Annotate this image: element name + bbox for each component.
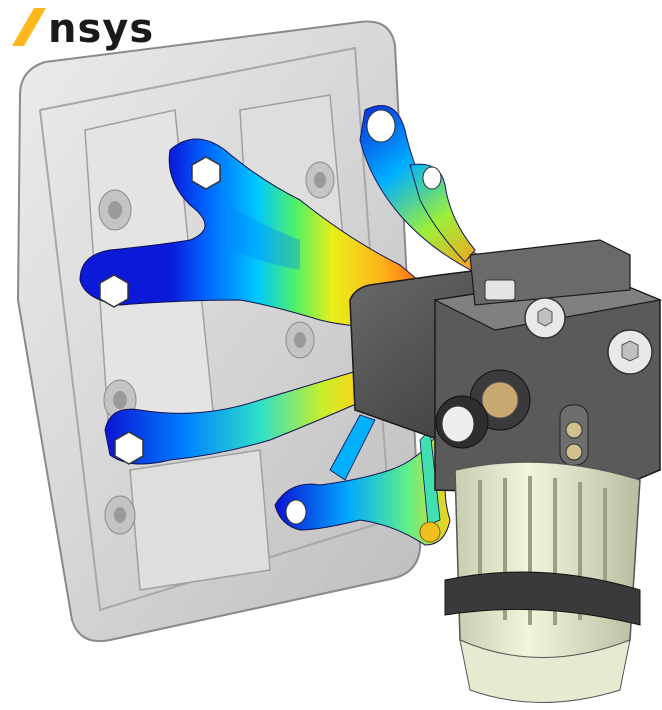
ansys-logo-text: nsys: [48, 6, 155, 52]
bracket-arm-upper: [79, 138, 431, 328]
bracket-truss-lower: [274, 414, 451, 546]
bracket-arm-upper-right: [359, 105, 491, 276]
ansys-logo-mark-icon: [12, 8, 46, 46]
filter-canister: [444, 461, 641, 703]
pump-housing: [349, 239, 662, 496]
ansys-logo: nsys: [10, 4, 210, 54]
bracket-arm-lower: [104, 369, 366, 465]
